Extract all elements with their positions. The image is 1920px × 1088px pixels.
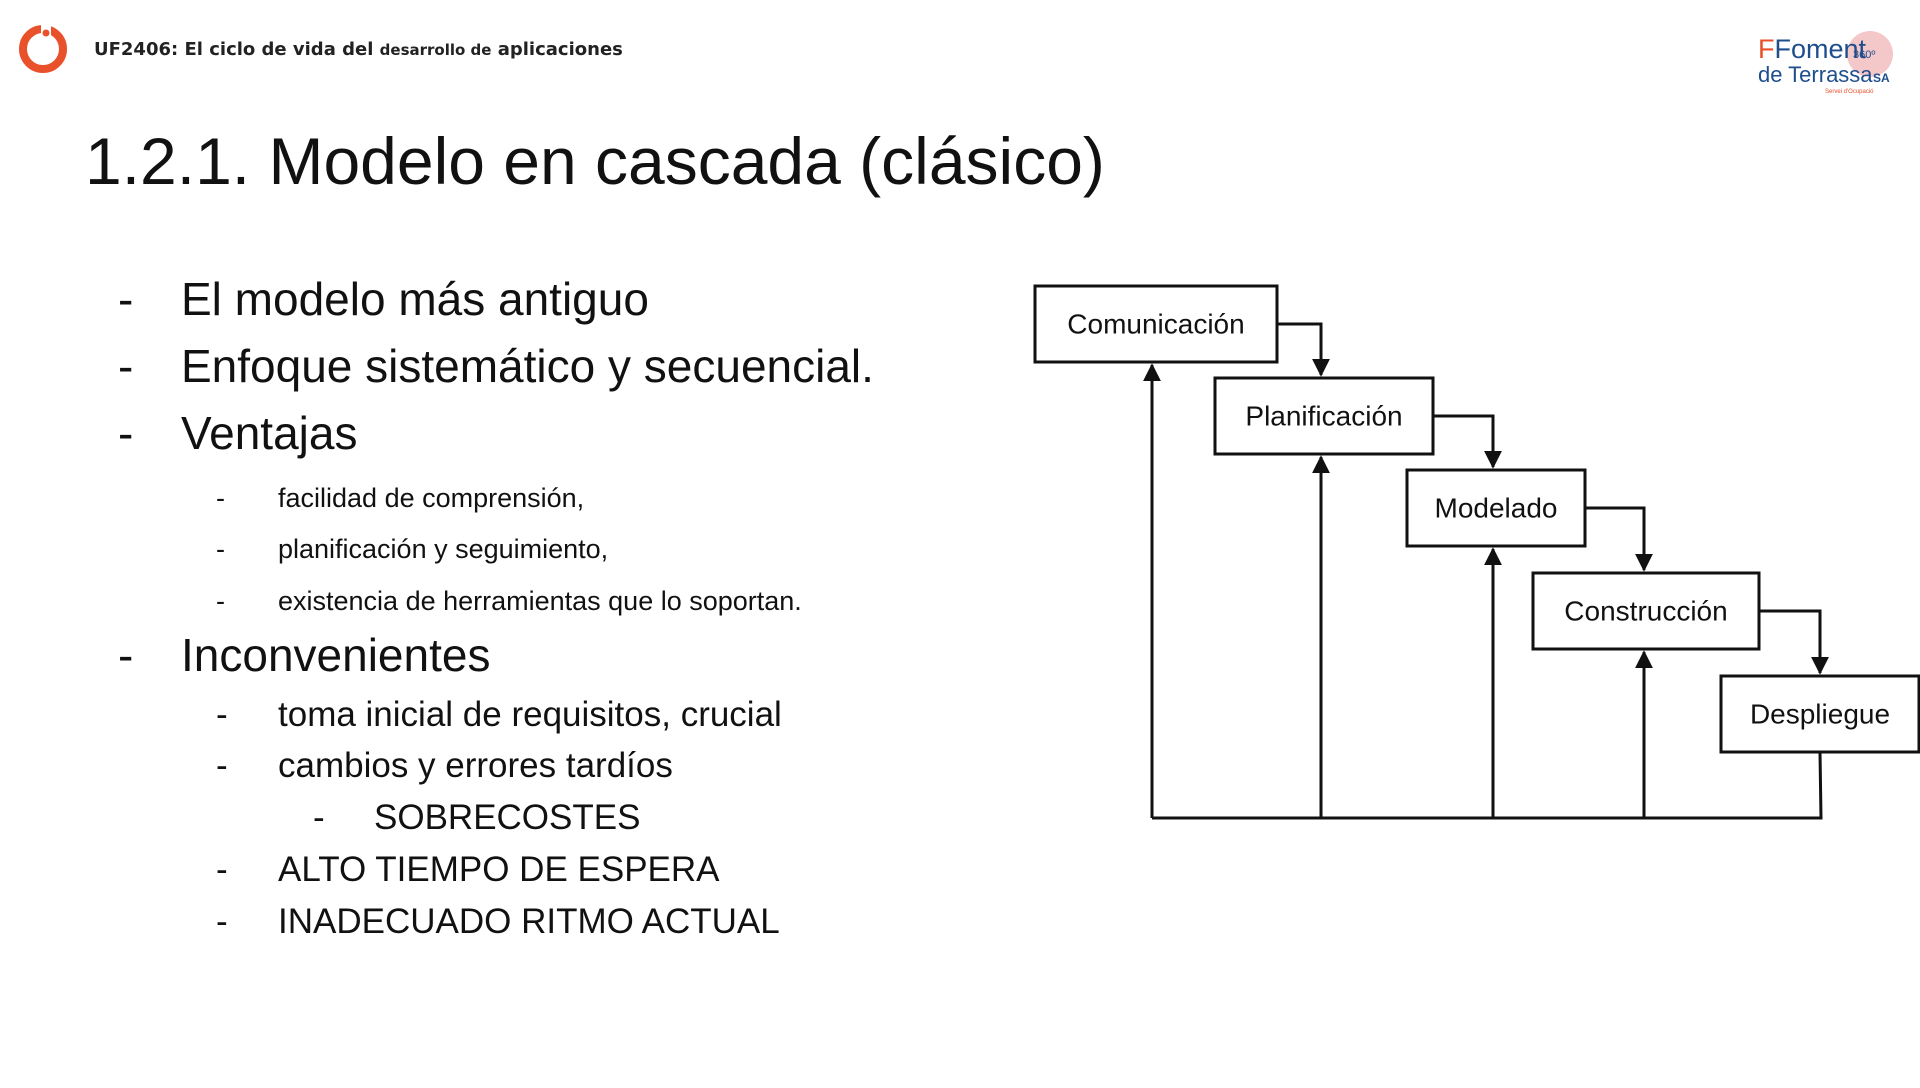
bullet-text: El modelo más antiguo — [181, 273, 649, 325]
bullet-text: Ventajas — [181, 407, 358, 459]
bullet-dash: - — [118, 629, 134, 681]
bullet-dash: - — [216, 850, 228, 889]
bullet-text: INADECUADO RITMO ACTUAL — [278, 902, 780, 941]
brand-line2: de Terrassa — [1758, 62, 1873, 87]
bullet-dash: - — [118, 340, 134, 392]
stage-label-despliegue: Despliegue — [1750, 699, 1890, 730]
bullet-dash: - — [313, 798, 325, 837]
bullet-text: facilidad de comprensión, — [278, 483, 585, 513]
bullet-text: Enfoque sistemático y secuencial. — [181, 340, 874, 392]
waterfall-diagram: Comunicación Planificación Modelado Cons… — [1033, 284, 1920, 820]
course-title: UF2406: El ciclo de vida del desarrollo … — [94, 39, 623, 60]
flow-arrow — [1433, 414, 1502, 469]
stage-box-comunicacion — [1033, 284, 1279, 364]
bullet-dash: - — [118, 407, 134, 459]
flow-arrow — [1759, 609, 1829, 675]
slide-title: 1.2.1. Modelo en cascada (clásico) — [85, 124, 1105, 198]
course-code: UF2406: — [94, 39, 179, 60]
bullet-dash: - — [118, 273, 134, 325]
course-name-end: aplicaciones — [497, 39, 623, 60]
bullet-dash: - — [216, 746, 228, 785]
brand-tagline: Servei d'Ocupació — [1825, 89, 1874, 95]
course-name-start: El ciclo de vida del — [184, 39, 374, 60]
brand-suffix: SA — [1873, 71, 1890, 85]
stage-label-construccion: Construcción — [1564, 596, 1727, 627]
bullet-dash: - — [216, 902, 228, 941]
bullet-text: ALTO TIEMPO DE ESPERA — [278, 850, 720, 889]
stage-label-modelado: Modelado — [1435, 493, 1558, 524]
brand-badge: 360º — [1853, 49, 1875, 61]
stage-box-planificacion — [1213, 376, 1435, 456]
flow-arrow — [1277, 322, 1330, 377]
bullet-dash: - — [216, 586, 225, 616]
bullet-text: planificación y seguimiento, — [278, 534, 609, 564]
stage-box-despliegue — [1719, 674, 1920, 754]
bullet-dash: - — [216, 695, 228, 734]
bullet-text: Inconvenientes — [181, 629, 491, 681]
course-name-small: desarrollo de — [379, 41, 492, 59]
feedback-line — [1152, 751, 1823, 820]
bullet-text: SOBRECOSTES — [374, 798, 641, 837]
bullet-text: toma inicial de requisitos, crucial — [278, 695, 782, 734]
bullet-text: existencia de herramientas que lo soport… — [278, 586, 802, 616]
bullet-text: cambios y errores tardíos — [278, 746, 673, 785]
brand-line1: Foment — [1775, 34, 1867, 64]
svg-text:FFoment: FFoment — [1758, 34, 1867, 64]
stage-label-planificacion: Planificación — [1245, 401, 1402, 432]
flow-arrow — [1585, 506, 1653, 572]
stage-box-modelado — [1405, 468, 1587, 548]
bullet-dash: - — [216, 483, 225, 513]
foment-terrassa-logo: FFoment 360º de Terrassa SA Servei d'Ocu… — [1758, 31, 1893, 95]
brand-ring-icon — [19, 25, 67, 73]
stage-label-comunicacion: Comunicación — [1067, 309, 1244, 340]
bullet-dash: - — [216, 534, 225, 564]
